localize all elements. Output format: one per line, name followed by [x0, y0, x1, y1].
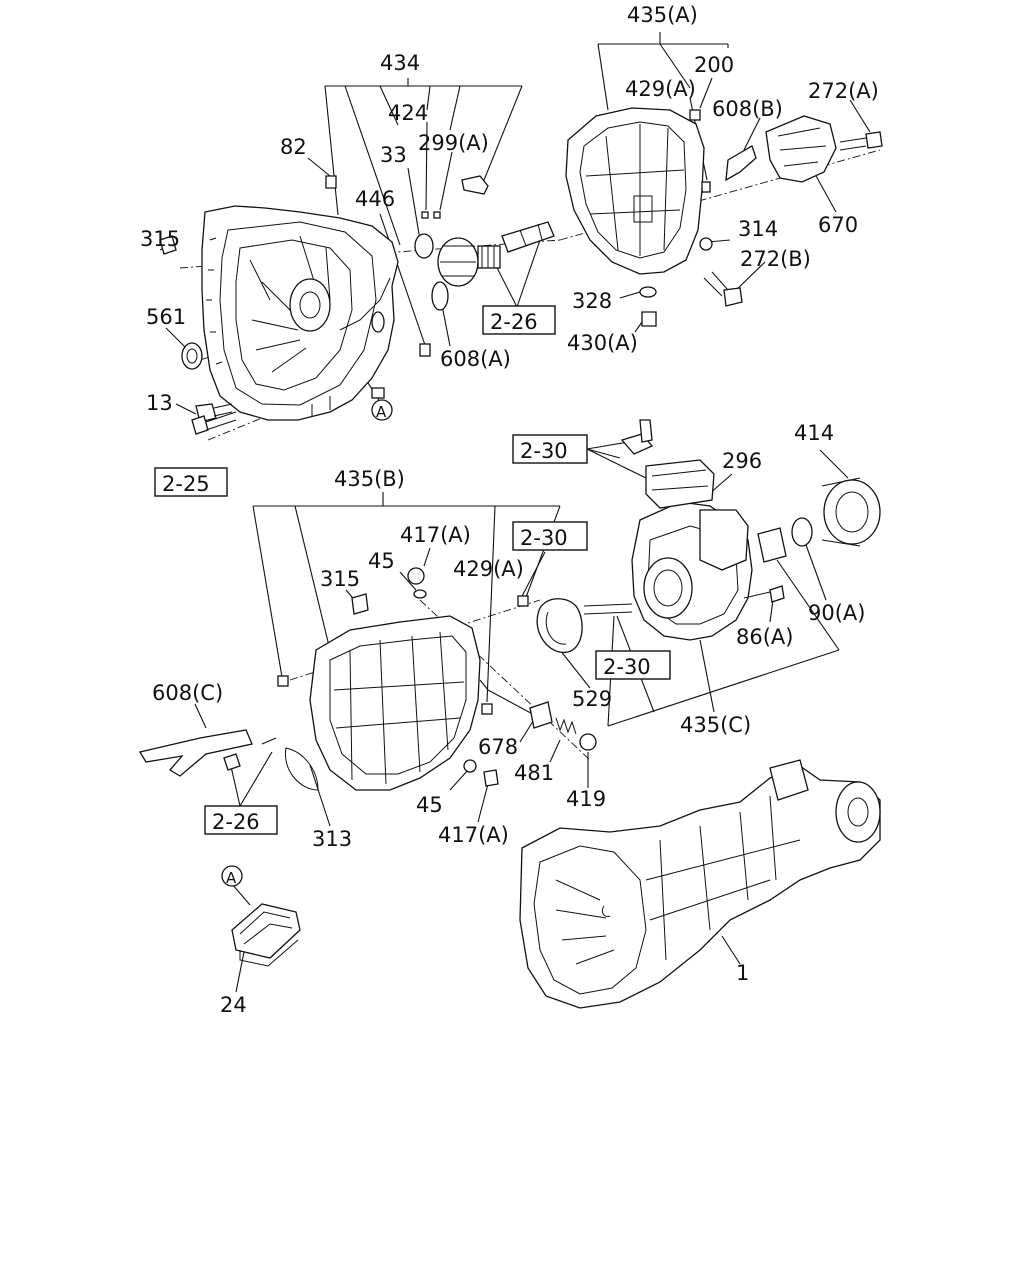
adapter-housing-top [565, 107, 883, 327]
label-313: 313 [312, 827, 352, 851]
label-608B: 608(B) [712, 97, 783, 121]
label-296: 296 [722, 449, 762, 473]
label-446: 446 [355, 187, 395, 211]
label-429A-top: 429(A) [625, 77, 696, 101]
ref-box-2-25: 2-25 [154, 467, 228, 497]
inset-bracket [231, 903, 301, 967]
svg-text:2-26: 2-26 [490, 310, 538, 334]
label-24: 24 [220, 993, 247, 1017]
label-529: 529 [572, 687, 612, 711]
label-481: 481 [514, 761, 554, 785]
label-608C: 608(C) [152, 681, 223, 705]
label-424: 424 [388, 101, 428, 125]
ref-box-2-30-c: 2-30 [595, 650, 671, 680]
label-670: 670 [818, 213, 858, 237]
label-315-mid: 315 [320, 567, 360, 591]
transmission-assembly [519, 759, 881, 1009]
transmission-case [138, 567, 597, 791]
label-435A: 435(A) [627, 3, 698, 27]
label-82: 82 [280, 135, 307, 159]
label-429A-mid: 429(A) [453, 557, 524, 581]
clutch-housing [201, 205, 399, 421]
svg-text:2-30: 2-30 [520, 526, 568, 550]
ref-box-2-30-b: 2-30 [512, 521, 588, 551]
svg-text:A: A [376, 403, 387, 421]
label-86A: 86(A) [736, 625, 793, 649]
label-315-top: 315 [140, 227, 180, 251]
svg-text:A: A [226, 869, 237, 887]
label-434: 434 [380, 51, 420, 75]
label-328: 328 [572, 289, 612, 313]
label-435C: 435(C) [680, 713, 751, 737]
part-labels: 435(A) 434 200 429(A) 272(A) 424 608(B) … [140, 3, 879, 1017]
svg-text:2-30: 2-30 [520, 439, 568, 463]
ref-box-2-30-a: 2-30 [512, 434, 588, 464]
circle-marker-a-inset: A [221, 865, 243, 887]
circle-marker-a-main: A [371, 399, 393, 421]
label-435B: 435(B) [334, 467, 405, 491]
label-13: 13 [146, 391, 173, 415]
svg-text:2-26: 2-26 [212, 810, 260, 834]
label-1: 1 [736, 961, 749, 985]
reference-boxes: 2-26 2-25 2-30 2-30 2-30 2-26 [154, 305, 671, 835]
label-45-bottom: 45 [416, 793, 443, 817]
label-561: 561 [146, 305, 186, 329]
label-314: 314 [738, 217, 778, 241]
svg-text:2-25: 2-25 [162, 472, 210, 496]
label-45-top: 45 [368, 549, 395, 573]
extension-housing [536, 419, 881, 653]
input-shaft-parts [159, 175, 555, 435]
label-90A: 90(A) [808, 601, 865, 625]
label-414: 414 [794, 421, 834, 445]
label-200: 200 [694, 53, 734, 77]
label-417A-top: 417(A) [400, 523, 471, 547]
label-430A: 430(A) [567, 331, 638, 355]
ref-box-2-26-top: 2-26 [482, 305, 556, 335]
ref-box-2-26-bottom: 2-26 [204, 805, 278, 835]
label-417A-bottom: 417(A) [438, 823, 509, 847]
label-272A: 272(A) [808, 79, 879, 103]
label-299A: 299(A) [418, 131, 489, 155]
svg-text:2-30: 2-30 [603, 655, 651, 679]
label-272B: 272(B) [740, 247, 811, 271]
label-419: 419 [566, 787, 606, 811]
label-608A: 608(A) [440, 347, 511, 371]
label-33: 33 [380, 143, 407, 167]
label-678: 678 [478, 735, 518, 759]
